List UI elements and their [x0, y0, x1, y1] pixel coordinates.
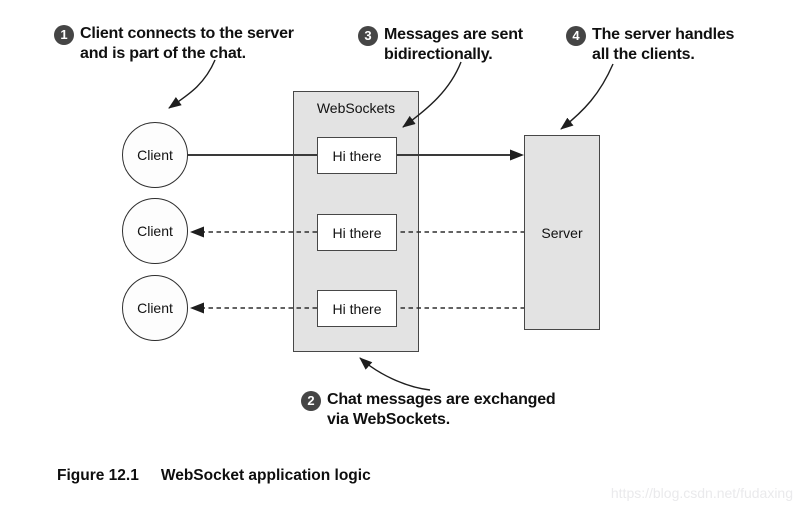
annotation-2-line1: Chat messages are exchanged: [327, 391, 556, 408]
watermark: https://blog.csdn.net/fudaxing: [610, 485, 793, 501]
annotation4-arrow: [560, 63, 614, 130]
client-node-3: Client: [122, 275, 188, 341]
annotation-4-line1: The server handles: [592, 26, 735, 43]
arrowhead-row1-server: [510, 149, 524, 161]
annotation-2-text: Chat messages are exchanged via WebSocke…: [327, 390, 556, 430]
client-node-1: Client: [122, 122, 188, 188]
annotation-4: 4 The server handles all the clients.: [566, 25, 734, 65]
annotation-2-line2: via WebSockets.: [327, 411, 450, 428]
annotation-1-text: Client connects to the server and is par…: [80, 24, 294, 64]
client-node-2: Client: [122, 198, 188, 264]
figure-caption-label: Figure 12.1: [57, 467, 139, 484]
annotation-3: 3 Messages are sent bidirectionally.: [358, 25, 523, 65]
figure-caption-title: WebSocket application logic: [160, 467, 371, 484]
figure-caption: Figure 12.1 WebSocket application logic: [57, 467, 371, 485]
message-box-1: Hi there: [317, 137, 397, 174]
annotation-4-text: The server handles all the clients.: [592, 25, 734, 65]
annotation-3-line1: Messages are sent: [384, 26, 523, 43]
annotation-3-number-badge: 3: [358, 26, 378, 46]
annotation-1: 1 Client connects to the server and is p…: [54, 24, 294, 64]
server-node: Server: [524, 135, 600, 330]
annotation-1-line2: and is part of the chat.: [80, 45, 246, 62]
annotation-2-number-badge: 2: [301, 391, 321, 411]
annotation1-arrow: [168, 59, 216, 109]
annotation3-arrow: [402, 61, 462, 128]
arrowhead-row2-client: [190, 226, 204, 238]
annotation2-arrow: [359, 357, 431, 391]
annotation-3-line2: bidirectionally.: [384, 46, 493, 63]
websockets-box-label: WebSockets: [316, 100, 396, 116]
annotation-4-number-badge: 4: [566, 26, 586, 46]
annotation-1-line1: Client connects to the server: [80, 25, 294, 42]
annotation-1-number-badge: 1: [54, 25, 74, 45]
annotation-4-line2: all the clients.: [592, 46, 695, 63]
annotation-3-text: Messages are sent bidirectionally.: [384, 25, 523, 65]
message-box-3: Hi there: [317, 290, 397, 327]
annotation-2: 2 Chat messages are exchanged via WebSoc…: [301, 390, 556, 430]
arrowhead-row3-client: [190, 302, 204, 314]
message-box-2: Hi there: [317, 214, 397, 251]
